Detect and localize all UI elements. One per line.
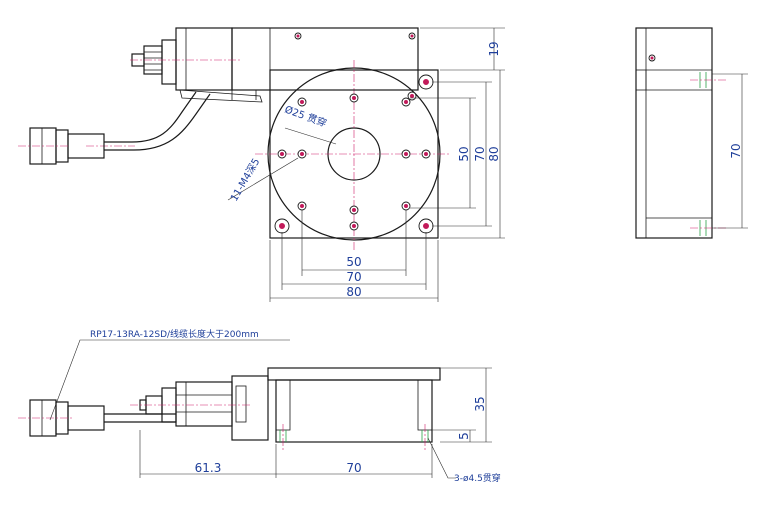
motor-assembly — [130, 27, 419, 103]
dim-50-h: 50 — [346, 255, 361, 269]
table-top — [267, 367, 441, 381]
tapped-holes — [277, 93, 431, 231]
dim-61-3: 61.3 — [195, 461, 222, 475]
dim-5: 5 — [457, 432, 471, 440]
dim-80-v: 80 — [487, 146, 501, 161]
dim-19: 19 — [487, 41, 501, 56]
dim-50-v: 50 — [457, 146, 471, 161]
motor-body — [231, 27, 419, 91]
dim-35: 35 — [473, 396, 487, 411]
cable-note: RP17-13RA-12SD/线缆长度大于200mm — [90, 328, 259, 340]
front-view: RP17-13RA-12SD/线缆长度大于200mm 35 5 61.3 70 … — [18, 328, 501, 484]
cable-connector — [18, 91, 211, 165]
dim-70-v: 70 — [473, 146, 487, 161]
dim-80-h: 80 — [346, 285, 361, 299]
dim-70-h: 70 — [346, 270, 361, 284]
top-view: 19 80 70 50 50 70 80 — [18, 27, 505, 302]
side-dim-70: 70 — [729, 143, 743, 158]
side-body — [635, 27, 713, 239]
motor-end — [175, 27, 233, 91]
bore-label: Ø25 贯穿 — [283, 103, 329, 130]
holes-label: 11-M4深5 — [228, 156, 262, 203]
side-view: 70 — [635, 27, 748, 239]
dim-70-front: 70 — [346, 461, 361, 475]
base-body — [275, 379, 433, 443]
front-motor — [175, 381, 233, 427]
hole-note: 3-ø4.5贯穿 — [454, 472, 501, 484]
